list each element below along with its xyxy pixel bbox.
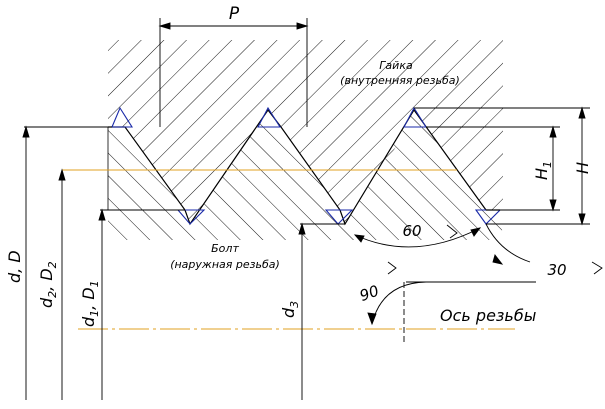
angle-90-label: 90: [357, 282, 381, 305]
d-D-label: d, D: [5, 250, 24, 283]
axis-label: Ось резьбы: [440, 306, 536, 325]
pitch-dimension: [158, 18, 309, 127]
angle-60-label: 60: [402, 222, 421, 240]
diameter-dimensions: [22, 125, 345, 400]
d1-D1-label: d1, D1: [79, 280, 101, 327]
nut-title: Гайка: [379, 59, 413, 72]
pitch-label: P: [229, 4, 240, 24]
bolt-subtitle: (наружная резьба): [170, 258, 280, 271]
bolt-title: Болт: [211, 242, 239, 255]
d3-label: d3: [279, 301, 301, 318]
H1-label: H1: [532, 161, 554, 180]
angle-60-annotation: [353, 224, 482, 248]
svg-text:d3: d3: [279, 301, 301, 318]
H-label: H: [573, 162, 592, 174]
angle-30-annotation: [485, 223, 603, 275]
nut-subtitle: (внутренняя резьба): [340, 74, 460, 87]
angle-30-label: 30: [547, 261, 566, 279]
d2-D2-label: d2, D2: [37, 261, 59, 308]
angle-90-annotation: [367, 261, 536, 345]
svg-text:H1: H1: [532, 161, 554, 180]
thread-profile-outline: [108, 108, 500, 226]
svg-text:d1, D1: d1, D1: [79, 280, 101, 327]
height-dimensions: [414, 106, 590, 226]
svg-text:d2, D2: d2, D2: [37, 261, 59, 308]
